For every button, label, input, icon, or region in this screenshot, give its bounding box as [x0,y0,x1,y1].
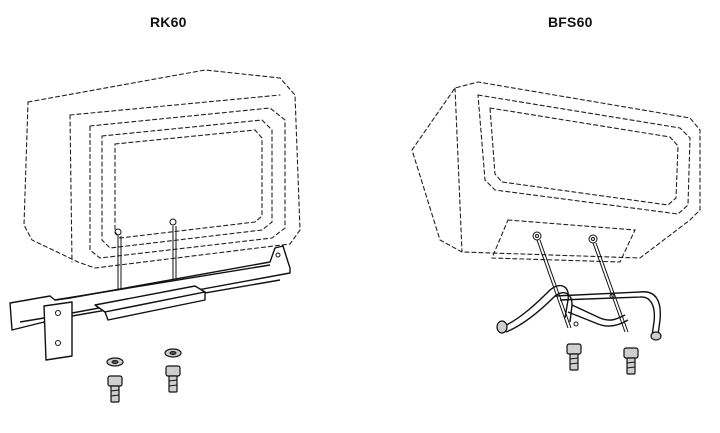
bfs60-bolt-left [566,343,582,371]
rk60-title: RK60 [150,14,187,30]
rk60-illustration [9,69,301,403]
bfs60-speaker-outline [411,81,701,263]
rk60-speaker-outline [23,69,301,269]
bfs60-title: BFS60 [548,14,593,30]
bfs60-illustration [411,81,701,375]
rk60-bolt-right [164,348,182,393]
bfs60-floor-stand [496,284,662,341]
rk60-rack-bracket [9,245,291,361]
bfs60-bolt-right [623,347,639,375]
rk60-bolt-left [106,357,124,403]
